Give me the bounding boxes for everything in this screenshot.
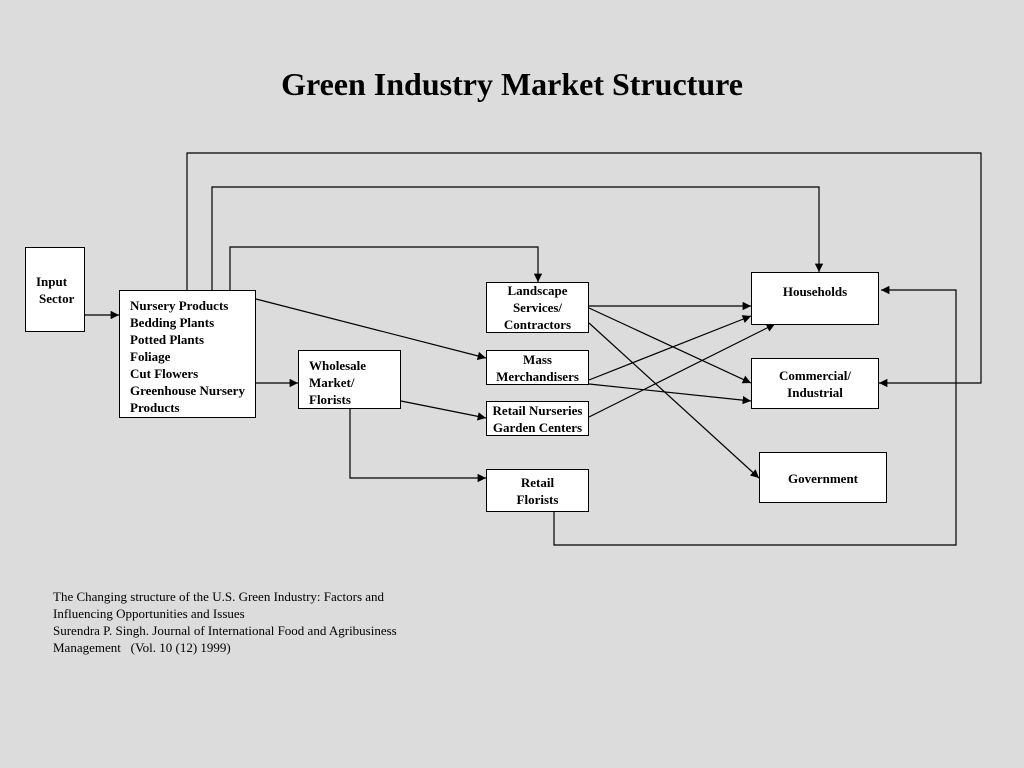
edge-nursery-to-commercial bbox=[186, 152, 982, 388]
node-mass-merchandisers: Mass Merchandisers bbox=[486, 350, 589, 385]
edge-wholesale-to-retail-nurseries bbox=[400, 400, 487, 421]
edge-retail-nurseries-to-households bbox=[588, 323, 776, 418]
edge-nursery-to-landscape bbox=[229, 246, 543, 290]
diagram-title: Green Industry Market Structure bbox=[281, 66, 743, 102]
node-government: Government bbox=[759, 452, 887, 503]
node-households: Households bbox=[751, 272, 879, 325]
edge-wholesale-to-retail-florists bbox=[349, 409, 486, 483]
edge-retail-florists-to-households bbox=[553, 285, 957, 546]
node-retail-nurseries: Retail Nurseries Garden Centers bbox=[486, 401, 589, 436]
edge-nursery-to-households bbox=[211, 186, 824, 290]
node-commercial-industrial: Commercial/ Industrial bbox=[751, 358, 879, 409]
node-wholesale-market-florists: Wholesale Market/ Florists bbox=[298, 350, 401, 409]
node-nursery-products: Nursery Products Bedding Plants Potted P… bbox=[119, 290, 256, 418]
edge-nursery-to-mass bbox=[255, 298, 487, 360]
edge-mass-to-commercial bbox=[588, 383, 752, 405]
edge-landscape-to-commercial bbox=[588, 307, 752, 384]
node-input-sector: Input Sector bbox=[25, 247, 85, 332]
citation: The Changing structure of the U.S. Green… bbox=[53, 589, 397, 655]
node-retail-florists: Retail Florists bbox=[486, 469, 589, 512]
edge-mass-to-households bbox=[588, 315, 752, 381]
edge-landscape-to-government bbox=[588, 322, 760, 479]
node-landscape-services: Landscape Services/ Contractors bbox=[486, 282, 589, 333]
